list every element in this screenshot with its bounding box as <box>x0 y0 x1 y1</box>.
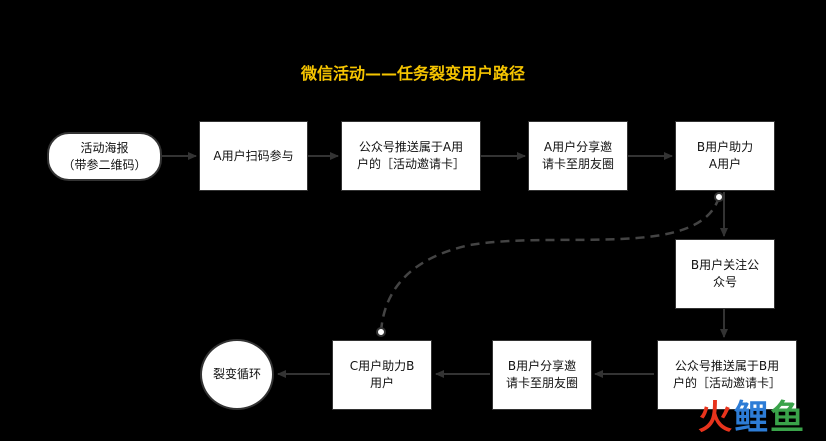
dashed-endpoint-top <box>714 192 724 202</box>
dashed-endpoint-bottom <box>376 327 386 337</box>
node-b-follow: B用户关注公 众号 <box>675 239 775 309</box>
edge-dashed-bhelp-chelp <box>379 196 721 333</box>
node-push-b: 公众号推送属于B用 户的［活动邀请卡］ <box>657 340 797 410</box>
diagram-title: 微信活动——任务裂变用户路径 <box>300 64 525 83</box>
watermark-char-2: 鲤 <box>734 398 770 438</box>
watermark-char-3: 鱼 <box>770 398 806 438</box>
node-poster: 活动海报 （带参二维码） <box>47 132 162 181</box>
node-a-scan: A用户扫码参与 <box>199 121 308 191</box>
node-b-help: B用户助力 A用户 <box>675 121 775 191</box>
watermark-char-1: 火 <box>698 398 734 438</box>
watermark-logo: 火鲤鱼 <box>698 399 806 437</box>
node-loop: 裂变循环 <box>200 339 274 410</box>
node-a-share: A用户分享邀 请卡至朋友圈 <box>528 121 628 191</box>
node-b-share: B用户分享邀 请卡至朋友圈 <box>492 340 592 410</box>
node-c-help: C用户助力B 用户 <box>332 340 432 410</box>
node-push-a: 公众号推送属于A用 户的［活动邀请卡］ <box>341 121 481 191</box>
